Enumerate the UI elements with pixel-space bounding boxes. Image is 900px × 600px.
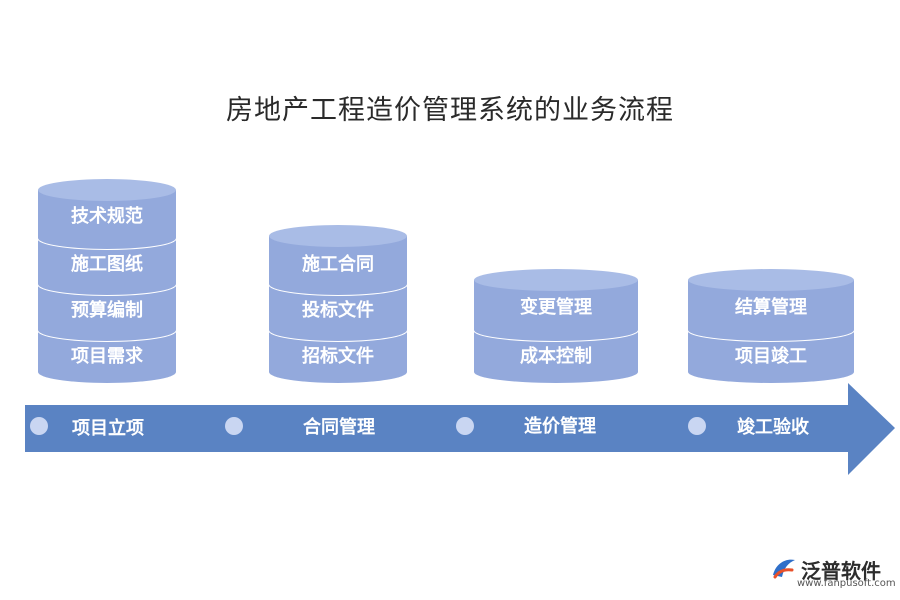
fanpu-logo-icon (773, 559, 795, 579)
layer-label: 预算编制 (71, 300, 143, 321)
layer-label: 招标文件 (302, 346, 374, 367)
layer-label: 成本控制 (520, 346, 592, 367)
diagram-title: 房地产工程造价管理系统的业务流程 (226, 95, 674, 126)
step-dot (456, 417, 474, 435)
layer-label: 结算管理 (735, 297, 807, 318)
step-dot (30, 417, 48, 435)
step-label: 竣工验收 (737, 417, 809, 438)
step-label: 项目立项 (72, 418, 144, 439)
layer-label: 投标文件 (302, 300, 374, 321)
layer-label: 变更管理 (520, 297, 592, 318)
brand-logo: 泛普软件 www.fanpusoft.com (770, 553, 896, 593)
step-label: 造价管理 (524, 416, 596, 437)
step-dot (688, 417, 706, 435)
layer-label: 项目竣工 (735, 346, 807, 367)
database-stack (473, 269, 639, 383)
step-dot (225, 417, 243, 435)
database-stack (37, 179, 177, 383)
brand-url: www.fanpusoft.com (797, 578, 896, 589)
brand-name: 泛普软件 (801, 559, 881, 583)
step-label: 合同管理 (303, 417, 375, 438)
database-stack (268, 225, 408, 383)
database-stack (687, 269, 855, 383)
layer-label: 施工图纸 (71, 254, 143, 275)
layer-label: 技术规范 (71, 206, 143, 227)
layer-label: 项目需求 (71, 346, 143, 367)
layer-label: 施工合同 (302, 254, 374, 275)
